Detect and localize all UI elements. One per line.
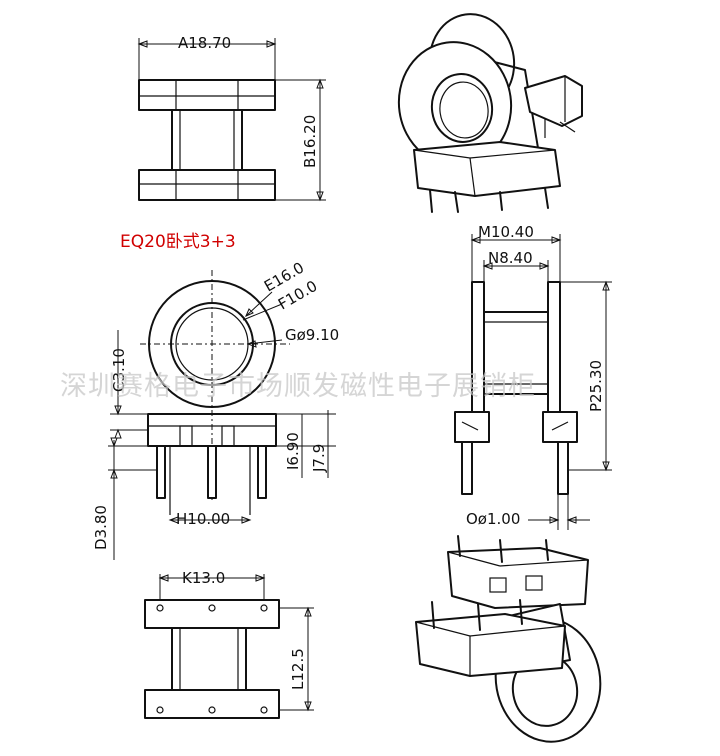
dim-g-label: Gø9.10: [285, 326, 339, 344]
dim-c-label: C3.10: [110, 348, 128, 392]
dim-i-label: I6.90: [284, 432, 302, 470]
dim-l-label: L12.5: [289, 648, 307, 690]
dim-p-label: P25.30: [587, 360, 605, 412]
dim-h-label: H10.00: [176, 510, 230, 528]
dim-o-label: Oø1.00: [466, 510, 520, 528]
dim-n-label: N8.40: [488, 249, 533, 267]
dim-j-label: J7.9: [310, 444, 328, 473]
isometric-view-top: [397, 13, 583, 213]
isometric-view-bottom: [415, 535, 602, 743]
watermark-text: 深圳赛格电子市场顺发磁性电子展销柜: [60, 371, 536, 402]
front-view: [108, 270, 336, 560]
dim-k-label: K13.0: [182, 569, 225, 587]
bottom-view: [144, 574, 314, 719]
dim-m-label: M10.40: [478, 223, 534, 241]
top-view: [137, 38, 326, 202]
dim-b-label: B16.20: [301, 115, 319, 168]
side-view: [454, 234, 612, 530]
dim-d-label: D3.80: [92, 505, 110, 550]
drawing-title: EQ20卧式3+3: [120, 232, 236, 252]
dim-a-label: A18.70: [178, 34, 231, 52]
